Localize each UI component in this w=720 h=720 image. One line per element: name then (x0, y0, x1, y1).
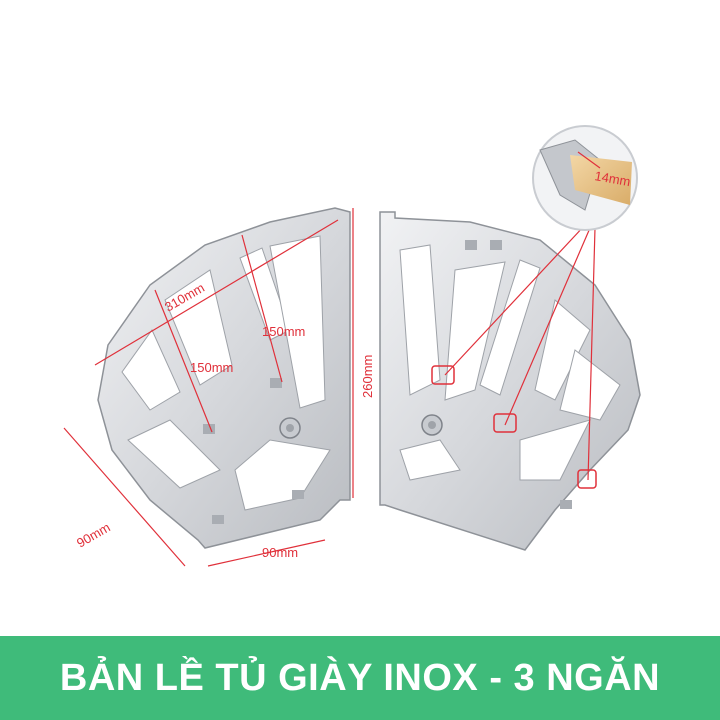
annotation-lines-right (431, 224, 597, 489)
dimension-lines (63, 208, 354, 567)
label-height: 260mm (360, 355, 375, 398)
label-left-edge: 90mm (74, 520, 113, 551)
right-hinge-plate (379, 211, 641, 551)
label-inner-left: 150mm (190, 360, 233, 375)
left-hinge-plate (97, 207, 351, 549)
label-inner-right: 150mm (262, 324, 305, 339)
label-bottom-edge: 90mm (262, 545, 298, 560)
product-photo: 310mm 150mm 150mm 260mm 90mm 90mm 14mm (63, 125, 641, 567)
label-thickness: 14mm (593, 168, 631, 189)
title-banner: BẢN LỀ TỦ GIÀY INOX - 3 NGĂN (0, 636, 720, 720)
banner-title: BẢN LỀ TỦ GIÀY INOX - 3 NGĂN (59, 656, 661, 699)
detail-zoom-circle (532, 125, 638, 231)
